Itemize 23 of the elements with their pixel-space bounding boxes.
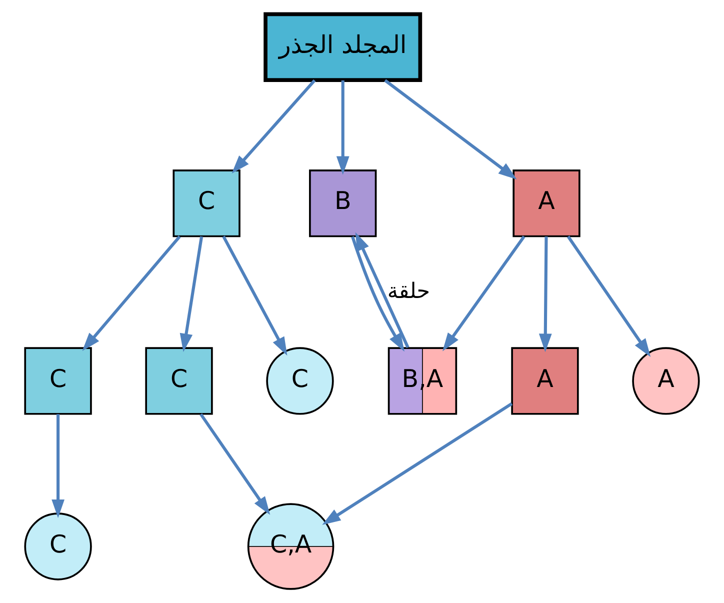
node-box: C (145, 347, 213, 415)
node-circle: A (632, 347, 700, 415)
arrow (180, 236, 204, 352)
node-box: A (511, 347, 579, 415)
arrow (322, 402, 513, 525)
node-box: A (512, 169, 580, 238)
arrow (52, 414, 64, 518)
arrow (442, 236, 526, 352)
node-box: C (24, 347, 92, 415)
edge-label: حلقة (387, 278, 430, 304)
arrow (82, 235, 181, 351)
arrow (336, 80, 350, 175)
arrow (232, 79, 316, 174)
node-circle: C (266, 347, 334, 415)
node-box: B (309, 169, 377, 238)
arrow (200, 413, 270, 515)
arrow (384, 79, 517, 180)
arrow (538, 236, 552, 352)
arrow (566, 236, 651, 357)
node-circle: C (24, 512, 92, 580)
node-box: المجلد الجذر (264, 12, 422, 82)
node-box: C (172, 169, 240, 238)
arrow (222, 236, 288, 356)
